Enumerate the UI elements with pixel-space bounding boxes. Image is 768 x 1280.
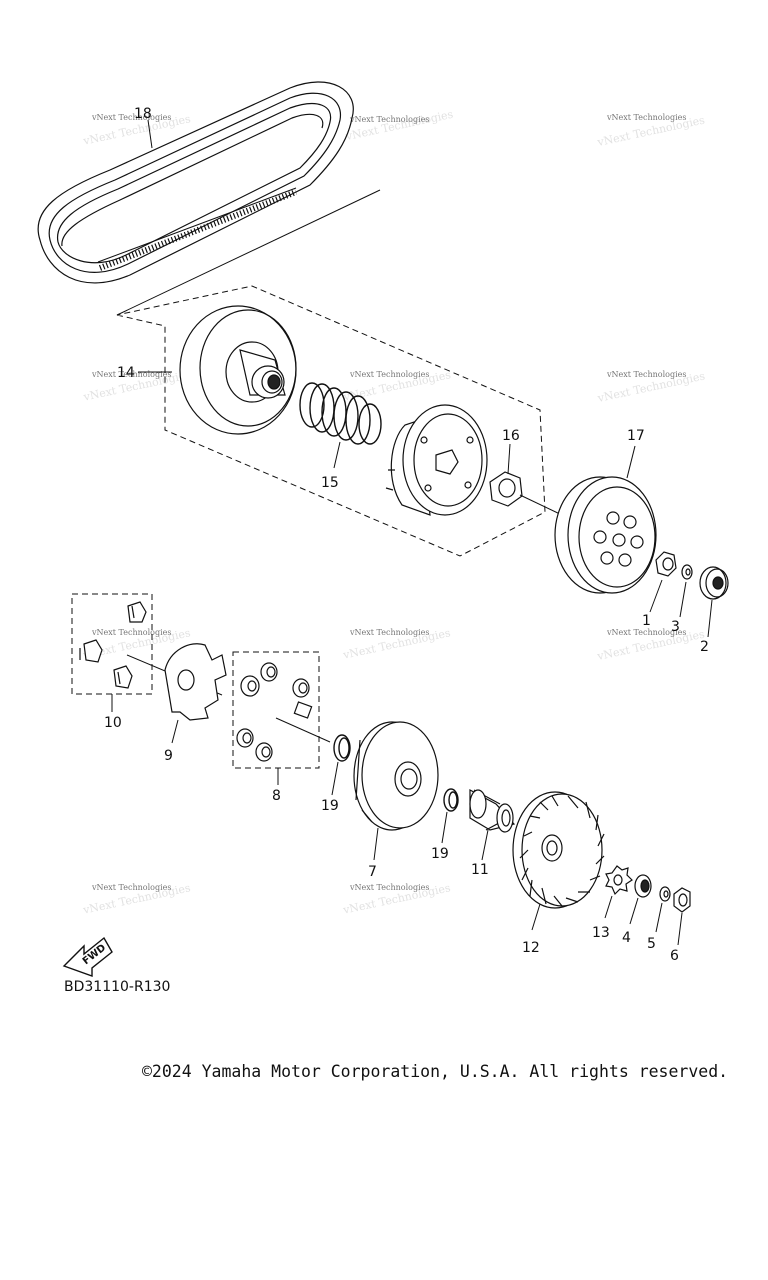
nut-6: [673, 887, 691, 913]
diagram-code: BD31110-R130: [64, 979, 171, 995]
watermark: vNext Technologies: [606, 370, 686, 379]
washer-5: [659, 886, 671, 902]
callout-19b: 19: [431, 811, 449, 862]
callout-14: 14: [117, 365, 172, 381]
callout-10: 10: [104, 694, 122, 731]
callout-5: 5: [647, 902, 663, 952]
callout-16: 16: [502, 428, 520, 475]
callout-11: 11: [471, 829, 489, 878]
callout-label: 6: [670, 948, 679, 964]
watermark: vNext Technologies: [349, 883, 429, 892]
callout-19a: 19: [321, 761, 339, 814]
star-washer: [605, 865, 633, 896]
callout-label: 19: [321, 798, 339, 814]
clutch-carrier: [385, 404, 488, 516]
assembly-outline: [116, 285, 546, 557]
callout-label: 2: [700, 639, 709, 655]
callout-15: 15: [321, 441, 341, 491]
callout-6: 6: [670, 912, 683, 964]
primary-sliding-sheave: [353, 721, 439, 831]
leader-line: [275, 717, 331, 743]
callout-9: 9: [164, 719, 179, 764]
callout-label: 19: [431, 846, 449, 862]
callout-label: 7: [368, 864, 377, 880]
watermark: vNext Technologies: [91, 113, 171, 122]
primary-fixed-sheave: [512, 791, 605, 909]
washer-4: [634, 874, 652, 898]
callout-label: 1: [642, 613, 651, 629]
slider: [79, 601, 147, 689]
callout-label: 18: [134, 106, 152, 122]
watermark-ghost: vNext Technologies: [344, 108, 455, 144]
clutch-housing: [554, 476, 657, 594]
watermark: vNext Technologies: [91, 628, 171, 637]
callout-label: 17: [627, 428, 645, 444]
callout-label: 15: [321, 475, 339, 491]
callout-label: 10: [104, 715, 122, 731]
callout-12: 12: [522, 903, 541, 956]
bearing-2: [699, 566, 729, 600]
callout-3: 3: [671, 581, 687, 635]
forward-arrow-icon: FWD: [62, 936, 113, 977]
v-belt: [37, 81, 354, 284]
watermark: vNext Technologies: [606, 113, 686, 122]
watermark: vNext Technologies: [91, 370, 171, 379]
watermark: vNext Technologies: [349, 370, 429, 379]
collar: [469, 788, 516, 833]
callout-2: 2: [700, 599, 713, 655]
washer-3: [681, 564, 693, 580]
callout-label: 12: [522, 940, 540, 956]
callout-label: 4: [622, 930, 631, 946]
callout-label: 5: [647, 936, 656, 952]
copyright-notice: ©2024 Yamaha Motor Corporation, U.S.A. A…: [142, 1062, 729, 1081]
callout-label: 9: [164, 748, 173, 764]
o-ring-19a: [333, 734, 351, 762]
callout-label: 16: [502, 428, 520, 444]
cam-plate: [164, 643, 227, 721]
callout-18: 18: [134, 106, 153, 149]
watermark: vNext Technologies: [349, 115, 429, 124]
roller-group-outline: [232, 651, 320, 769]
callout-7: 7: [368, 827, 379, 880]
callout-label: 11: [471, 862, 489, 878]
weight-rollers: [236, 662, 313, 762]
watermark: vNext Technologies: [91, 883, 171, 892]
callout-label: 13: [592, 925, 610, 941]
watermark: vNext Technologies: [606, 628, 686, 637]
callout-8: 8: [272, 768, 281, 804]
nut-1: [655, 551, 677, 577]
callout-label: 8: [272, 788, 281, 804]
callout-4: 4: [622, 897, 639, 946]
o-ring-19b: [443, 788, 459, 812]
callout-1: 1: [642, 579, 663, 629]
secondary-sheave: [179, 305, 297, 435]
watermark: vNext Technologies: [349, 628, 429, 637]
callout-17: 17: [626, 428, 645, 479]
clutch-nut: [489, 471, 523, 507]
callout-13: 13: [592, 895, 613, 941]
leader-line: [519, 494, 563, 516]
leader-line: [116, 189, 381, 316]
compression-spring: [299, 382, 382, 445]
callout-label: 3: [671, 619, 680, 635]
callout-label: 14: [117, 365, 135, 381]
